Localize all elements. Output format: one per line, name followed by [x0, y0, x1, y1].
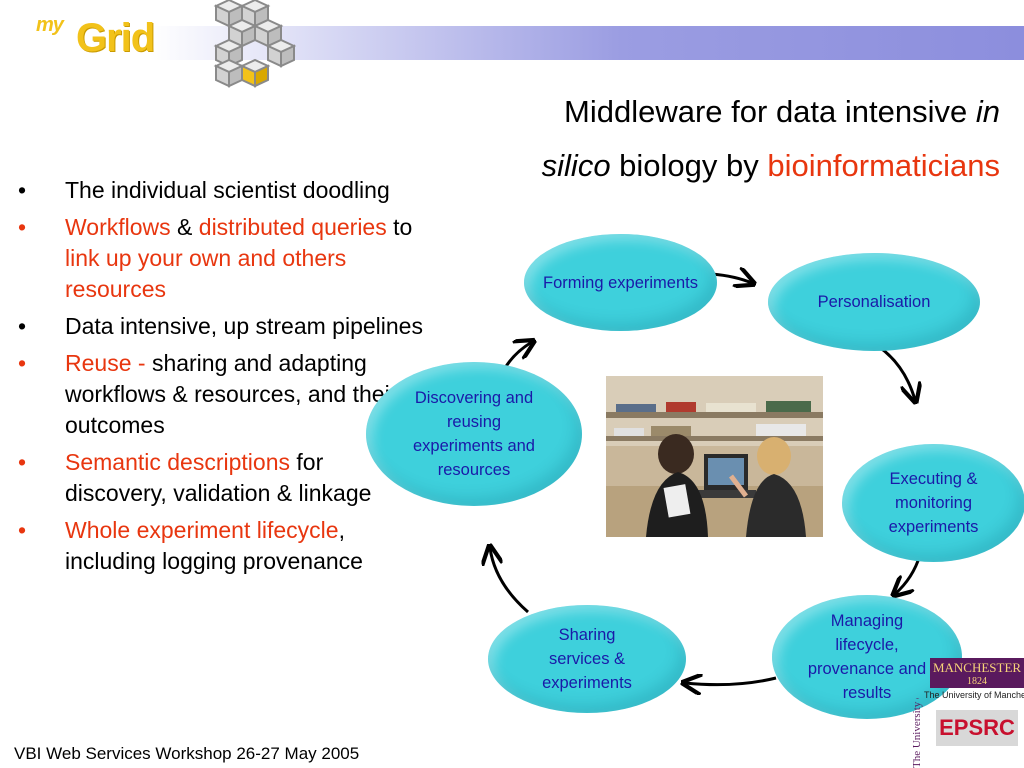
- title-italic: in: [975, 94, 1000, 129]
- header-band: [0, 26, 1024, 60]
- cubes-icon: [213, 0, 296, 88]
- arrow-sharing-to-discovering: [490, 548, 529, 614]
- bullet-highlight: Whole experiment lifecycle: [65, 517, 339, 543]
- cycle-node-discovering: Discovering and reusing experiments and …: [366, 362, 582, 506]
- bullet-marker: •: [18, 214, 27, 240]
- manchester-subtitle: The University of Manchester: [924, 690, 1024, 700]
- bullet-item: • Whole experiment lifecycle, including l…: [18, 515, 423, 577]
- bullet-item: • The individual scientist doodling: [18, 175, 423, 206]
- bullet-highlight: Semantic descriptions: [65, 449, 290, 475]
- bullet-highlight: Reuse -: [65, 350, 152, 376]
- logo-grid-text: Grid: [76, 16, 155, 60]
- mygrid-logo: my Grid: [0, 0, 300, 95]
- node-label: Discovering and reusing experiments and …: [413, 389, 535, 479]
- bullet-highlight: link up your own and others resources: [65, 245, 347, 302]
- node-label: Personalisation: [817, 293, 931, 311]
- bullet-text: sharing and adapting workflows & resourc…: [65, 350, 398, 438]
- logo-my-text: my: [36, 14, 64, 36]
- node-label: Managing lifecycle, provenance and resul…: [807, 612, 927, 702]
- university-vertical-logo: The University of Manchester: [911, 698, 923, 768]
- node-label: Forming experiments: [543, 273, 698, 292]
- bullet-marker: •: [18, 449, 27, 475]
- cycle-node-forming: Forming experiments: [524, 234, 717, 331]
- bullet-text: , including logging provenance: [65, 517, 363, 574]
- bullet-marker: •: [18, 177, 27, 203]
- university-vertical-text: The University of Manchester: [911, 698, 923, 768]
- bullet-list: • The individual scientist doodling • Work…: [18, 175, 423, 583]
- bullet-text: Data intensive, up stream pipelines: [65, 313, 423, 339]
- scientists-photo: [606, 376, 823, 537]
- sponsor-logos: MANCHESTER 1824 The University of Manche…: [900, 658, 1024, 768]
- node-label: Executing & monitoring experiments: [888, 470, 979, 536]
- title-line-2: silico biology by bioinformaticians: [380, 139, 1000, 193]
- bullet-item: • Data intensive, up stream pipelines: [18, 311, 423, 342]
- cycle-node-sharing: Sharing services & experiments: [488, 605, 686, 713]
- manchester-logo: MANCHESTER 1824: [930, 658, 1024, 688]
- bullet-text: &: [170, 214, 199, 240]
- epsrc-text: EPSRC: [939, 715, 1015, 740]
- bullet-marker: •: [18, 350, 27, 376]
- manchester-year: 1824: [967, 676, 987, 687]
- bullet-text: for discovery, validation & linkage: [65, 449, 372, 506]
- bullet-highlight: Workflows: [65, 214, 171, 240]
- bullet-item: • Semantic descriptions for discovery, va…: [18, 447, 423, 509]
- arrow-managing-to-sharing: [685, 678, 777, 685]
- title-line-1: Middleware for data intensive in: [380, 85, 1000, 139]
- manchester-name: MANCHESTER: [932, 660, 1022, 675]
- footer-text: VBI Web Services Workshop 26-27 May 2005: [14, 744, 360, 763]
- epsrc-logo: EPSRC: [936, 710, 1018, 746]
- slide-title: Middleware for data intensive in silico …: [380, 85, 1000, 193]
- bullet-item: • Workflows & distributed queries to link…: [18, 212, 423, 305]
- title-italic: silico: [541, 148, 611, 183]
- title-highlight: bioinformaticians: [767, 148, 1000, 183]
- arrow-personalisation-to-executing: [877, 344, 915, 400]
- arrow-forming-to-personalisation: [711, 274, 752, 283]
- title-text: Middleware for data intensive: [564, 94, 976, 129]
- bullet-item: • Reuse - sharing and adapting workflows …: [18, 348, 423, 441]
- bullet-marker: •: [18, 313, 27, 339]
- cycle-node-personalisation: Personalisation: [768, 253, 980, 351]
- node-label: Sharing services & experiments: [542, 626, 632, 692]
- bullet-text: The individual scientist doodling: [65, 177, 390, 203]
- title-text: biology by: [610, 148, 768, 183]
- bullet-highlight: distributed queries: [198, 214, 387, 240]
- cycle-node-managing: Managing lifecycle, provenance and resul…: [772, 595, 962, 719]
- arrow-discovering-to-forming: [503, 342, 532, 369]
- bullet-marker: •: [18, 517, 27, 543]
- cycle-node-executing: Executing & monitoring experiments: [842, 444, 1024, 562]
- bullet-text: to: [386, 214, 413, 240]
